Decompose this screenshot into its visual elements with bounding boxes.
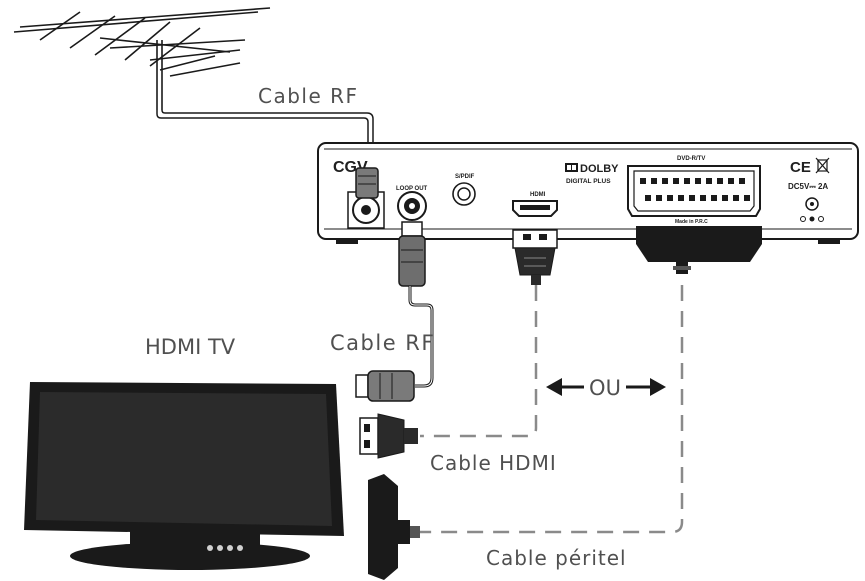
scart-pin xyxy=(728,178,734,184)
scart-pin xyxy=(645,195,651,201)
cable-rf-top-label: Cable RF xyxy=(258,84,359,108)
scart-pin xyxy=(662,178,668,184)
loop-out-label: LOOP OUT xyxy=(396,186,428,192)
rf-in-port xyxy=(347,167,385,229)
dolby-text: DOLBY xyxy=(580,163,619,175)
scart-pin xyxy=(689,195,695,201)
scart-pin xyxy=(711,195,717,201)
scart-pin xyxy=(673,178,679,184)
scart-pin xyxy=(706,178,712,184)
scart-pin xyxy=(717,178,723,184)
set-top-box xyxy=(317,142,859,244)
scart-label: DVD-R/TV xyxy=(677,156,705,162)
ce-mark: CE xyxy=(790,159,811,176)
cable-rf-bottom-label: Cable RF xyxy=(330,331,435,355)
or-label: OU xyxy=(589,376,621,400)
power-label: DC5V⎓ 2A xyxy=(788,182,828,191)
hdmi-plug-box xyxy=(512,229,558,285)
rf-plug-tv xyxy=(355,370,415,402)
scart-plug-tv xyxy=(368,474,420,580)
scart-pin xyxy=(744,195,750,201)
tv-icon xyxy=(24,382,344,570)
scart-pin xyxy=(656,195,662,201)
antenna-icon xyxy=(13,7,271,110)
scart-pin xyxy=(651,178,657,184)
hdmi-port-label: HDMI xyxy=(530,192,546,198)
hdmi-port xyxy=(512,200,558,217)
spdif-label: S/PDIF xyxy=(455,174,475,180)
dolby-logo xyxy=(565,163,578,172)
scart-port xyxy=(627,165,761,217)
cable-peritel-label: Cable péritel xyxy=(486,546,627,570)
hdmi-tv-label: HDMI TV xyxy=(145,335,236,359)
scart-pin xyxy=(700,195,706,201)
scart-plug-box xyxy=(636,226,762,274)
scart-pin xyxy=(667,195,673,201)
scart-pin xyxy=(733,195,739,201)
hdmi-plug-tv xyxy=(359,413,418,459)
rf-plug-box xyxy=(398,221,426,287)
made-in-label: Made in P.R.C xyxy=(675,219,708,225)
loop-out-port xyxy=(397,191,427,221)
scart-pin xyxy=(722,195,728,201)
rf-cable-antenna xyxy=(156,109,374,175)
dashed-routes xyxy=(420,285,684,534)
weee-icon xyxy=(815,157,830,174)
scart-pin xyxy=(695,178,701,184)
scart-pin xyxy=(684,178,690,184)
cable-hdmi-label: Cable HDMI xyxy=(430,451,557,475)
scart-pin xyxy=(640,178,646,184)
dolby-subtext: DIGITAL PLUS xyxy=(566,178,611,185)
spdif-port xyxy=(452,182,476,206)
power-port xyxy=(800,197,824,222)
scart-pin xyxy=(739,178,745,184)
scart-pin xyxy=(678,195,684,201)
or-arrows xyxy=(546,378,666,396)
